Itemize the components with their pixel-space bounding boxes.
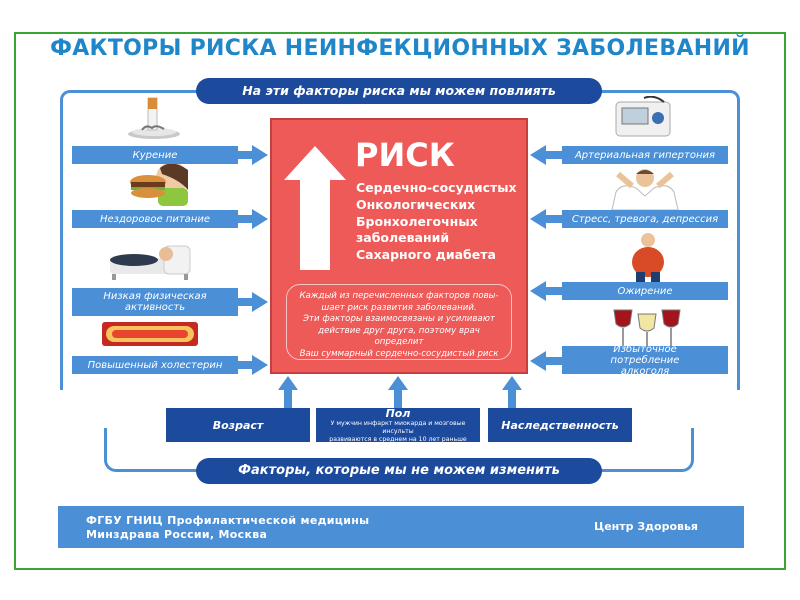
right-arrow-icon — [252, 292, 268, 312]
factor-hypertension: Артериальная гипертония — [562, 146, 728, 164]
up-arrow-icon — [388, 376, 408, 390]
arrow-shaft — [238, 298, 254, 306]
factor-alcohol: Избыточное потребление алкоголя — [562, 344, 728, 377]
risk-item: Сердечно-сосудистых — [356, 180, 517, 195]
risk-item: Бронхолегочных заболеваний — [356, 214, 478, 245]
risk-note-line: Каждый из перечисленных факторов повы- — [299, 291, 499, 301]
factor-sex-note: У мужчин инфаркт миокарда и мозговые инс… — [330, 419, 466, 435]
factor-high-cholesterol: Повышенный холестерин — [72, 356, 238, 374]
factor-obesity: Ожирение — [562, 282, 728, 300]
factor-sex-title: Пол — [385, 406, 411, 420]
arrow-shaft — [544, 215, 562, 223]
arrow-shaft — [238, 215, 254, 223]
non-modifiable-factors-header: Факторы, которые мы не можем изменить — [196, 458, 602, 484]
risk-item: Онкологических — [356, 197, 476, 212]
arrow-shaft — [544, 357, 562, 365]
factor-smoking: Курение — [72, 146, 238, 164]
arrow-shaft — [284, 390, 292, 408]
right-arrow-icon — [252, 145, 268, 165]
blood-vessel-icon — [102, 322, 198, 346]
arrow-shaft — [544, 151, 562, 159]
unhealthy-food-icon — [130, 162, 188, 206]
right-arrow-icon — [252, 355, 268, 375]
risk-note-line: действие друг друга, поэтому врач опреде… — [318, 325, 480, 348]
footer-health-center: Центр Здоровья — [593, 520, 698, 533]
factor-unhealthy-diet: Нездоровое питание — [72, 210, 238, 228]
arrow-shaft — [238, 361, 254, 369]
stressed-man-icon — [611, 169, 679, 210]
left-arrow-icon — [530, 209, 546, 229]
factor-stress: Стресс, тревога, депрессия — [562, 210, 728, 228]
risk-note: Каждый из перечисленных факторов повы- ш… — [286, 284, 512, 360]
risk-note-line: Эти факторы взаимосвязаны и усиливают — [303, 314, 495, 325]
arrow-shaft — [394, 390, 402, 408]
arrow-shaft — [544, 287, 562, 295]
arrow-shaft — [238, 151, 254, 159]
cigarette-icon — [128, 97, 180, 139]
up-arrow-icon — [284, 146, 346, 270]
right-arrow-icon — [252, 209, 268, 229]
factor-sex-note: развиваются в среднем на 10 лет раньше — [329, 435, 467, 443]
left-arrow-icon — [530, 281, 546, 301]
risk-diseases-list: Сердечно-сосудистых Онкологических Бронх… — [356, 180, 517, 264]
modifiable-factors-header: На эти факторы риска мы можем повлиять — [196, 78, 602, 104]
left-arrow-icon — [530, 145, 546, 165]
footer-organization: ФГБУ ГНИЦ Профилактической медицины Минз… — [86, 514, 369, 542]
page-title: ФАКТОРЫ РИСКА НЕИНФЕКЦИОННЫХ ЗАБОЛЕВАНИЙ — [50, 36, 750, 61]
footer-org-line: Минздрава России, Москва — [86, 528, 268, 541]
up-arrow-icon — [278, 376, 298, 390]
risk-title: РИСК — [355, 136, 455, 174]
arrow-shaft — [508, 390, 516, 408]
risk-note-line: Ваш суммарный сердечно-сосудистый риск — [299, 348, 499, 359]
factor-sex: Пол У мужчин инфаркт миокарда и мозговые… — [316, 406, 480, 443]
factor-age: Возраст — [166, 408, 310, 442]
risk-item: Сахарного диабета — [356, 247, 496, 262]
left-arrow-icon — [530, 351, 546, 371]
risk-note-line: шает риск развития заболеваний. — [321, 302, 477, 313]
factor-heredity: Наследственность — [488, 408, 632, 442]
page-frame — [14, 32, 786, 570]
footer-bar: ФГБУ ГНИЦ Профилактической медицины Минз… — [58, 506, 744, 548]
up-arrow-icon — [502, 376, 522, 390]
couch-icon — [110, 245, 191, 280]
footer-org-line: ФГБУ ГНИЦ Профилактической медицины — [86, 514, 370, 527]
factor-low-activity: Низкая физическая активность — [72, 288, 238, 316]
blood-pressure-monitor-icon — [615, 96, 671, 137]
obese-man-icon — [632, 233, 664, 282]
